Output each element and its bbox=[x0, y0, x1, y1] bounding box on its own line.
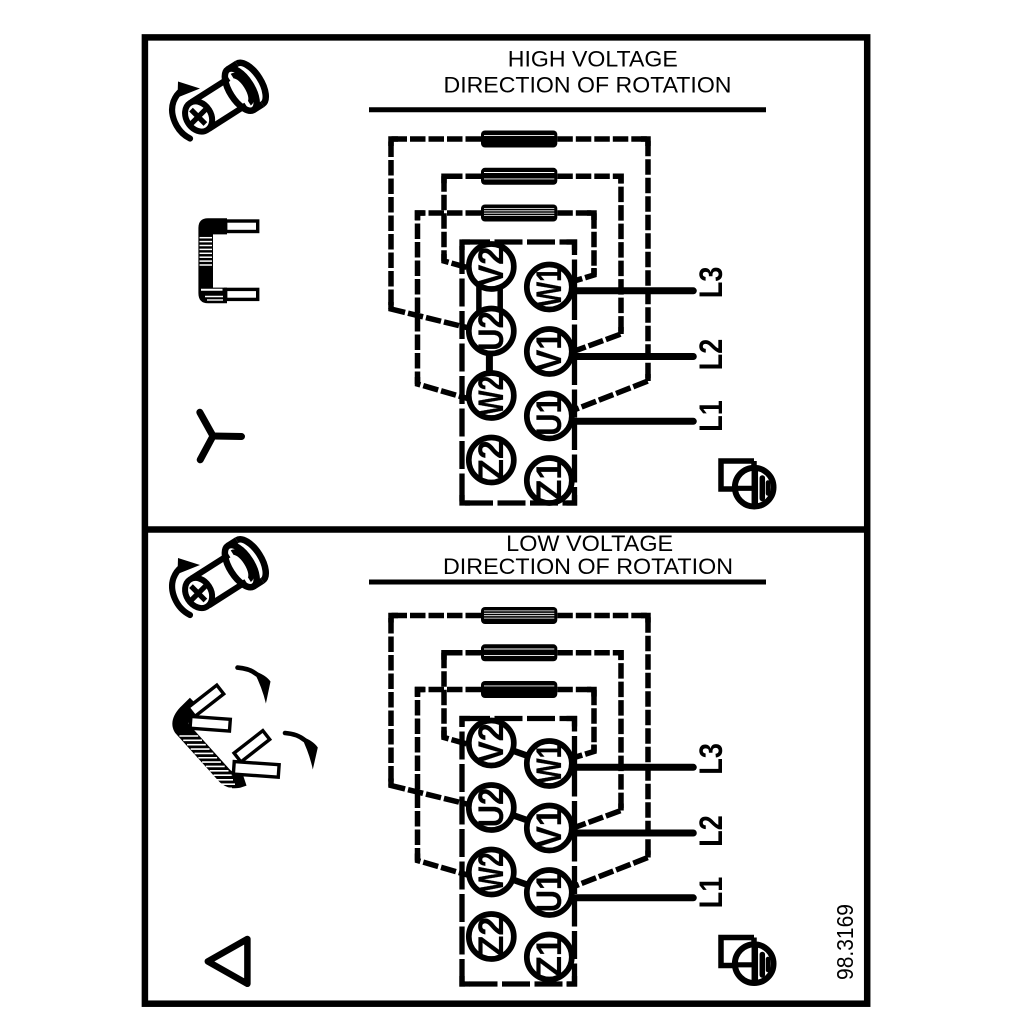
svg-text:Z2: Z2 bbox=[472, 917, 511, 957]
svg-text:Z1: Z1 bbox=[530, 461, 569, 501]
svg-text:DIRECTION OF ROTATION: DIRECTION OF ROTATION bbox=[444, 73, 732, 98]
svg-text:L1: L1 bbox=[693, 400, 729, 432]
svg-text:U1: U1 bbox=[530, 396, 569, 436]
svg-text:U2: U2 bbox=[472, 788, 511, 828]
svg-text:L3: L3 bbox=[693, 267, 729, 299]
svg-text:W2: W2 bbox=[472, 852, 511, 892]
svg-text:W1: W1 bbox=[530, 744, 569, 784]
svg-text:V1: V1 bbox=[530, 808, 569, 848]
svg-text:W2: W2 bbox=[472, 376, 511, 416]
svg-text:W1: W1 bbox=[530, 267, 569, 307]
svg-text:U1: U1 bbox=[530, 873, 569, 913]
svg-text:L2: L2 bbox=[693, 339, 729, 371]
svg-text:U2: U2 bbox=[472, 311, 511, 351]
svg-text:V1: V1 bbox=[530, 332, 569, 372]
svg-text:DIRECTION OF ROTATION: DIRECTION OF ROTATION bbox=[443, 554, 733, 579]
svg-text:V2: V2 bbox=[472, 723, 511, 763]
svg-text:HIGH VOLTAGE: HIGH VOLTAGE bbox=[508, 47, 678, 72]
svg-text:L1: L1 bbox=[693, 877, 729, 909]
svg-text:Z2: Z2 bbox=[472, 440, 511, 480]
svg-text:L3: L3 bbox=[693, 743, 729, 775]
svg-text:98.3169: 98.3169 bbox=[832, 904, 858, 980]
svg-text:L2: L2 bbox=[693, 815, 729, 847]
svg-text:LOW VOLTAGE: LOW VOLTAGE bbox=[506, 531, 673, 556]
svg-text:Z1: Z1 bbox=[530, 937, 569, 977]
svg-text:V2: V2 bbox=[472, 247, 511, 287]
